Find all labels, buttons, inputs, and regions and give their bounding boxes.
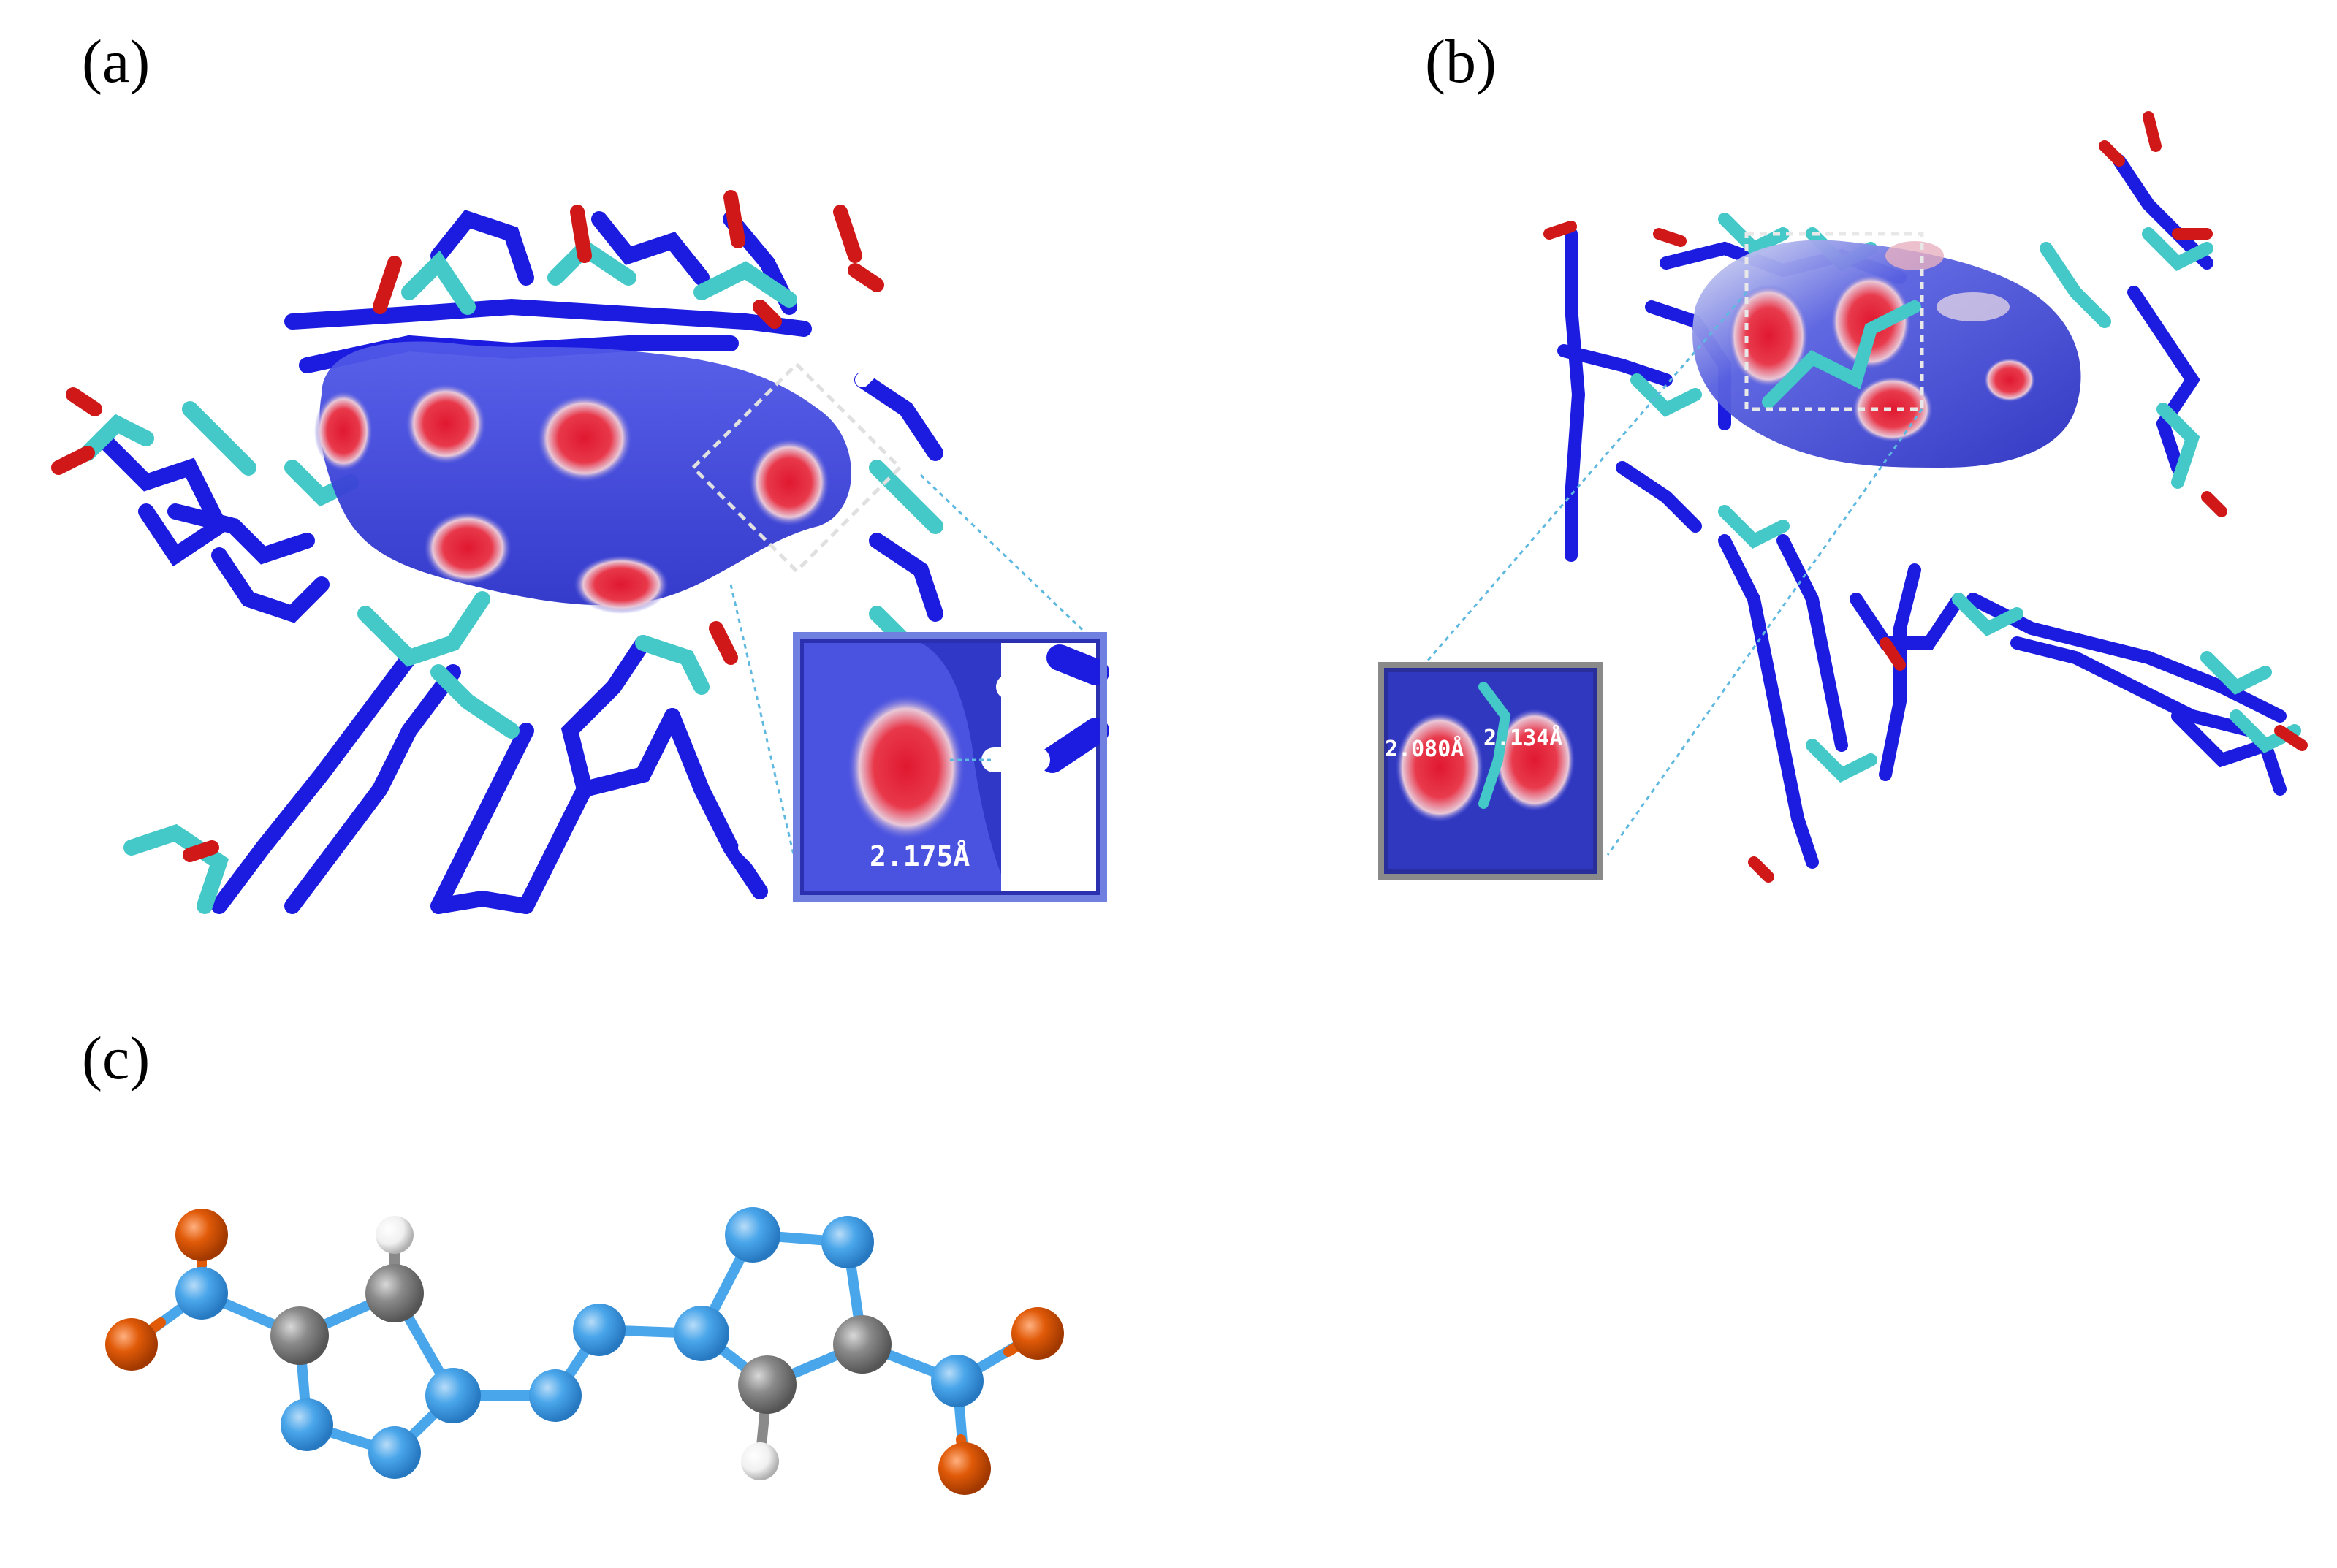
atom-n <box>425 1368 481 1423</box>
atom-n <box>931 1355 984 1407</box>
atom-n <box>674 1306 729 1361</box>
panel-b-distance-label-2: 2.134Å <box>1483 724 1562 751</box>
panel-a-inset: 2.175Å <box>793 632 1109 902</box>
panel-b-distance-label-1: 2.080Å <box>1385 735 1464 762</box>
atom-n <box>281 1398 333 1451</box>
atom-h <box>376 1216 414 1254</box>
panel-a-distance-label: 2.175Å <box>870 840 970 872</box>
panel-a-zoom-lines <box>729 473 1098 899</box>
panel-a-figure: 2.175Å <box>51 190 1109 914</box>
panel-label-a: (a) <box>82 28 151 96</box>
atom-c <box>270 1306 329 1365</box>
atom-h <box>741 1442 779 1480</box>
panel-b-stick-network <box>1543 111 2308 883</box>
panel-b-figure: 2.080Å 2.134Å <box>1378 111 2308 883</box>
atom-c <box>738 1355 797 1414</box>
atom-c <box>833 1315 892 1374</box>
panel-c-figure <box>105 1207 1064 1495</box>
panel-b-hirshfeld-view: 2.080Å 2.134Å <box>1315 88 2337 964</box>
panel-label-b: (b) <box>1425 28 1497 96</box>
atom-o <box>175 1209 228 1261</box>
atom-n <box>725 1207 780 1263</box>
panel-a-selection-box <box>691 362 902 574</box>
atom-o <box>938 1442 991 1495</box>
panel-a-hirshfeld-surface <box>314 341 851 614</box>
panel-c-molecule <box>73 1140 1111 1549</box>
panel-b-zoom-lines <box>1416 292 1923 856</box>
atom-c <box>365 1264 424 1322</box>
atom-n <box>368 1426 421 1479</box>
atom-n <box>529 1369 582 1422</box>
panel-b-foreground-molecule <box>1762 300 1921 408</box>
atom-n <box>573 1304 626 1356</box>
atom-n <box>175 1267 228 1320</box>
panel-a-stick-network <box>51 190 943 914</box>
panel-b-selection-box <box>1744 232 1924 411</box>
panel-c-atoms <box>105 1207 1064 1495</box>
atom-o <box>105 1318 158 1371</box>
panel-label-c: (c) <box>82 1024 151 1092</box>
atom-n <box>821 1216 874 1268</box>
panel-c-bonds <box>126 1230 1043 1474</box>
panel-b-hirshfeld-surface <box>1692 240 2081 468</box>
panel-a-hirshfeld-view: 2.175Å <box>0 0 1140 921</box>
atom-o <box>1011 1307 1064 1360</box>
panel-b-inset: 2.080Å 2.134Å <box>1378 662 1603 880</box>
